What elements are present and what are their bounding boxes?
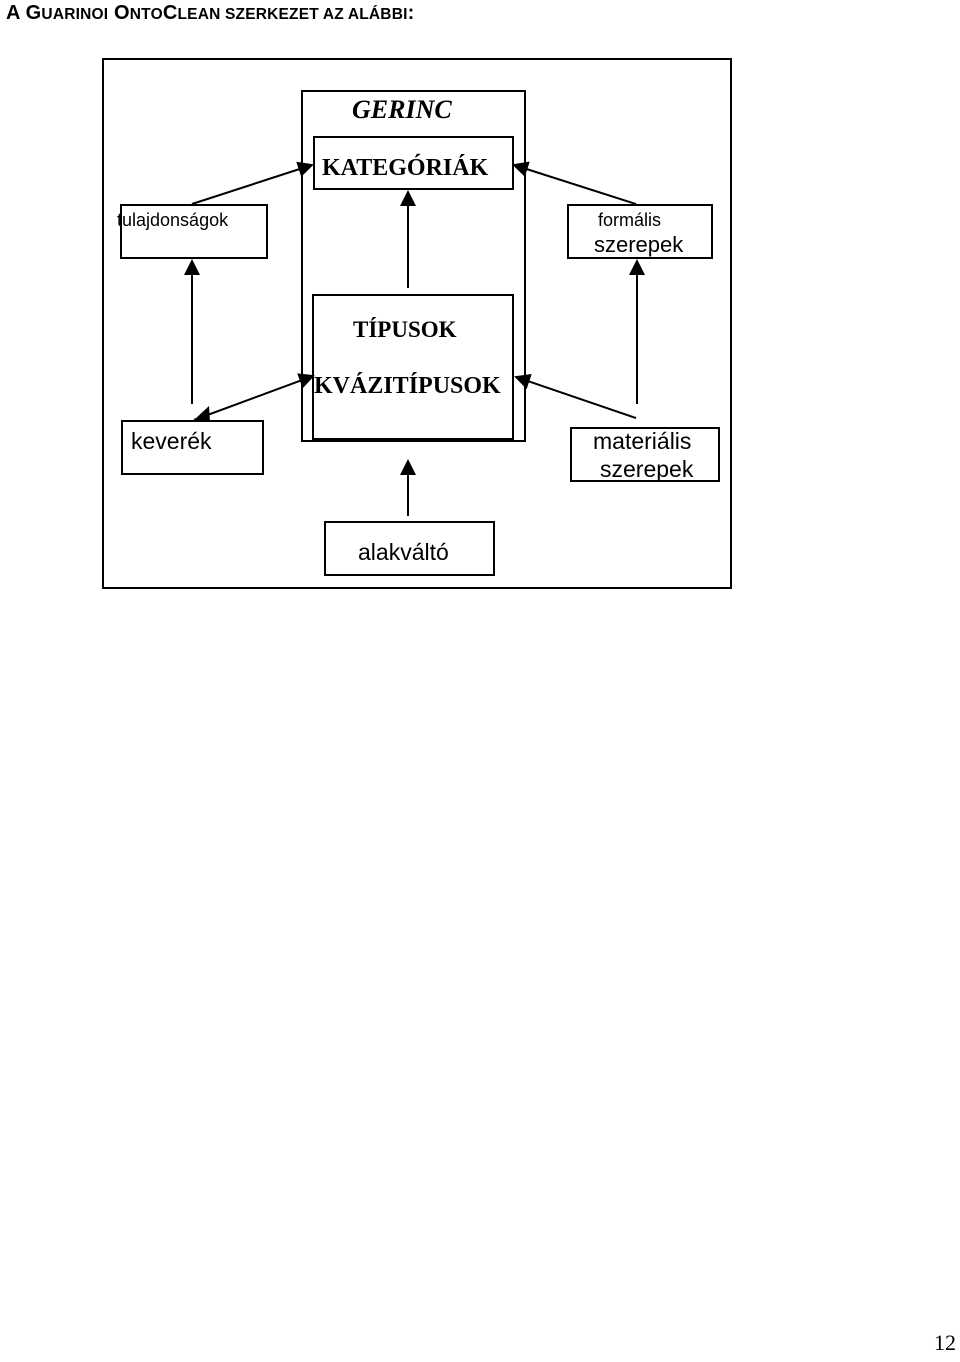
categories-label: KATEGÓRIÁK [322, 155, 489, 181]
mixture-box [121, 420, 264, 475]
spine-label: GERINC [352, 95, 452, 124]
heading-part: NTO [129, 6, 163, 23]
types-label: TÍPUSOK [353, 317, 457, 342]
page-heading: A GUARINOI ONTOCLEAN SZERKEZET AZ ALÁBBI… [6, 2, 414, 25]
material-roles-label-line2: szerepek [600, 456, 694, 482]
heading-part: O [108, 2, 130, 24]
heading-part: LEAN SZERKEZET AZ ALÁBBI [177, 6, 408, 23]
formal-roles-box [567, 204, 713, 259]
page-number: 12 [934, 1330, 956, 1355]
heading-part: UARINOI [41, 6, 109, 23]
formal-roles-label-line1: formális [598, 210, 662, 230]
types-box [312, 294, 514, 440]
phase-box [324, 521, 495, 576]
quasi-types-label: KVÁZITÍPUSOK [314, 373, 501, 399]
phase-label: alakváltó [358, 539, 449, 565]
mixture-label: keverék [131, 428, 212, 454]
diagram-frame [102, 58, 732, 589]
material-roles-label-line1: materiális [593, 428, 692, 454]
heading-part: : [407, 2, 415, 24]
properties-label: tulajdonságok [117, 210, 229, 230]
properties-box [120, 204, 268, 259]
formal-roles-label-line2: szerepek [594, 232, 684, 257]
spine-box [301, 90, 526, 442]
heading-part: C [162, 2, 178, 24]
heading-part: A G [6, 2, 42, 24]
material-roles-box [570, 427, 720, 482]
